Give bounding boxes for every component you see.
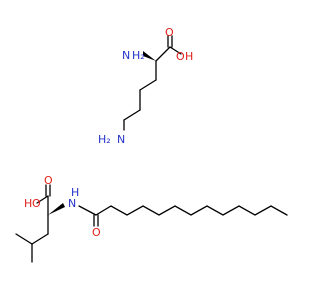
bond-cg-cd1 xyxy=(15,233,33,245)
amide-n-label: N xyxy=(68,197,76,210)
lysine-o-hydroxyl-label: O xyxy=(176,50,185,63)
bond-c-oh xyxy=(169,46,182,55)
lauroyl-leucine-molecule: H O O N H O xyxy=(15,174,288,263)
bond-cg xyxy=(139,79,157,91)
lysine-o-carbonyl-label: O xyxy=(165,26,174,39)
lysine-h2-epsilon-label: H₂ xyxy=(98,133,111,146)
lysine-n-alpha-label: N xyxy=(122,49,130,62)
bond-lauroyl-chain xyxy=(95,205,288,216)
lysine-h-hydroxyl-label: H xyxy=(185,50,193,63)
bond-ce xyxy=(123,109,141,121)
amide-h-label: H xyxy=(71,186,79,199)
bond-n-camide xyxy=(78,205,97,216)
bond-wedge-ca-nh xyxy=(48,203,65,215)
leucine-o-carbonyl-label: O xyxy=(44,174,53,187)
lysine-n-epsilon-label: N xyxy=(117,133,125,146)
lysine-molecule: H₂ N O O H H₂ N xyxy=(98,26,193,146)
structure-drawing: H₂ N O O H H₂ N H O O N H O xyxy=(15,26,288,263)
bond-acid-c-oh xyxy=(36,195,49,204)
amide-o-label: O xyxy=(92,226,101,239)
leucine-o-hydroxyl-label: O xyxy=(32,197,41,210)
leucine-h-hydroxyl-label: H xyxy=(24,197,32,210)
bond-ca-cooh xyxy=(155,46,171,62)
bond-wedge-ca-n xyxy=(143,51,156,61)
lysine-h2-alpha-label: H₂ xyxy=(132,49,145,62)
molecule-canvas: H₂ N O O H H₂ N H O O N H O xyxy=(15,26,288,263)
bond-cb-cg xyxy=(31,233,49,245)
